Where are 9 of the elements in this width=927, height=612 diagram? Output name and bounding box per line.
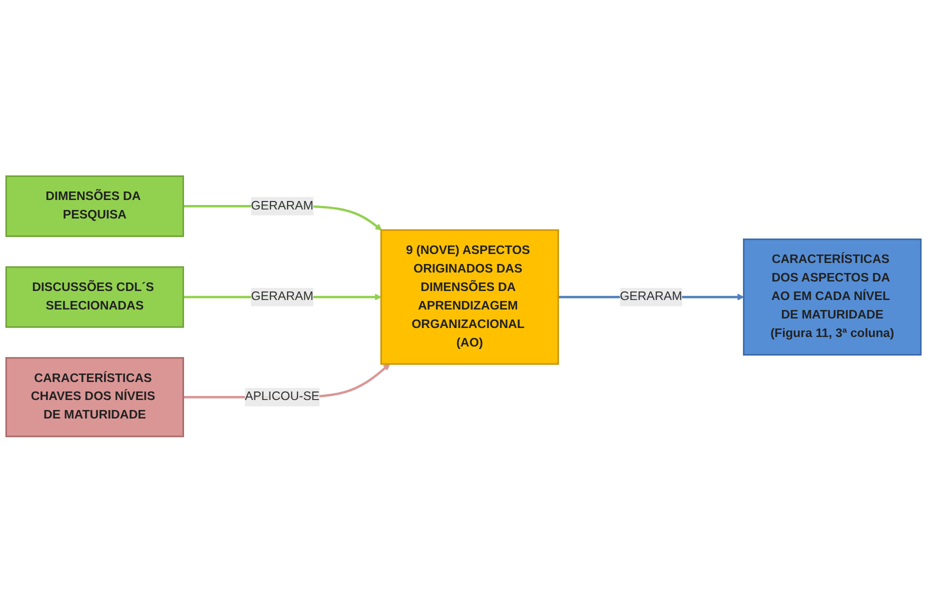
node-box: DISCUSSÕES CDL´S SELECIONADAS xyxy=(5,266,184,328)
edge-label: GERARAM xyxy=(251,198,314,212)
node-box: 9 (NOVE) ASPECTOS ORIGINADOS DAS DIMENSÕES DA APRENDIZAGEM ORGANIZACIONAL (AO) xyxy=(380,229,559,365)
edge-label: GERARAM xyxy=(251,290,314,303)
node-box: CARACTERÍSTICAS DOS ASPECTOS DA AO EM CADA NÍVEL DE MATURIDADE (Figura 11, 3ª coluna) xyxy=(742,238,922,356)
edge-label: GERARAM xyxy=(620,290,682,303)
edge-label: APLICOU-SE xyxy=(244,390,320,404)
node-box: CARACTERÍSTICAS CHAVES DOS NÍVEIS DE MATURIDADE xyxy=(5,356,184,437)
node-box: DIMENSÕES DA PESQUISA xyxy=(5,175,184,237)
